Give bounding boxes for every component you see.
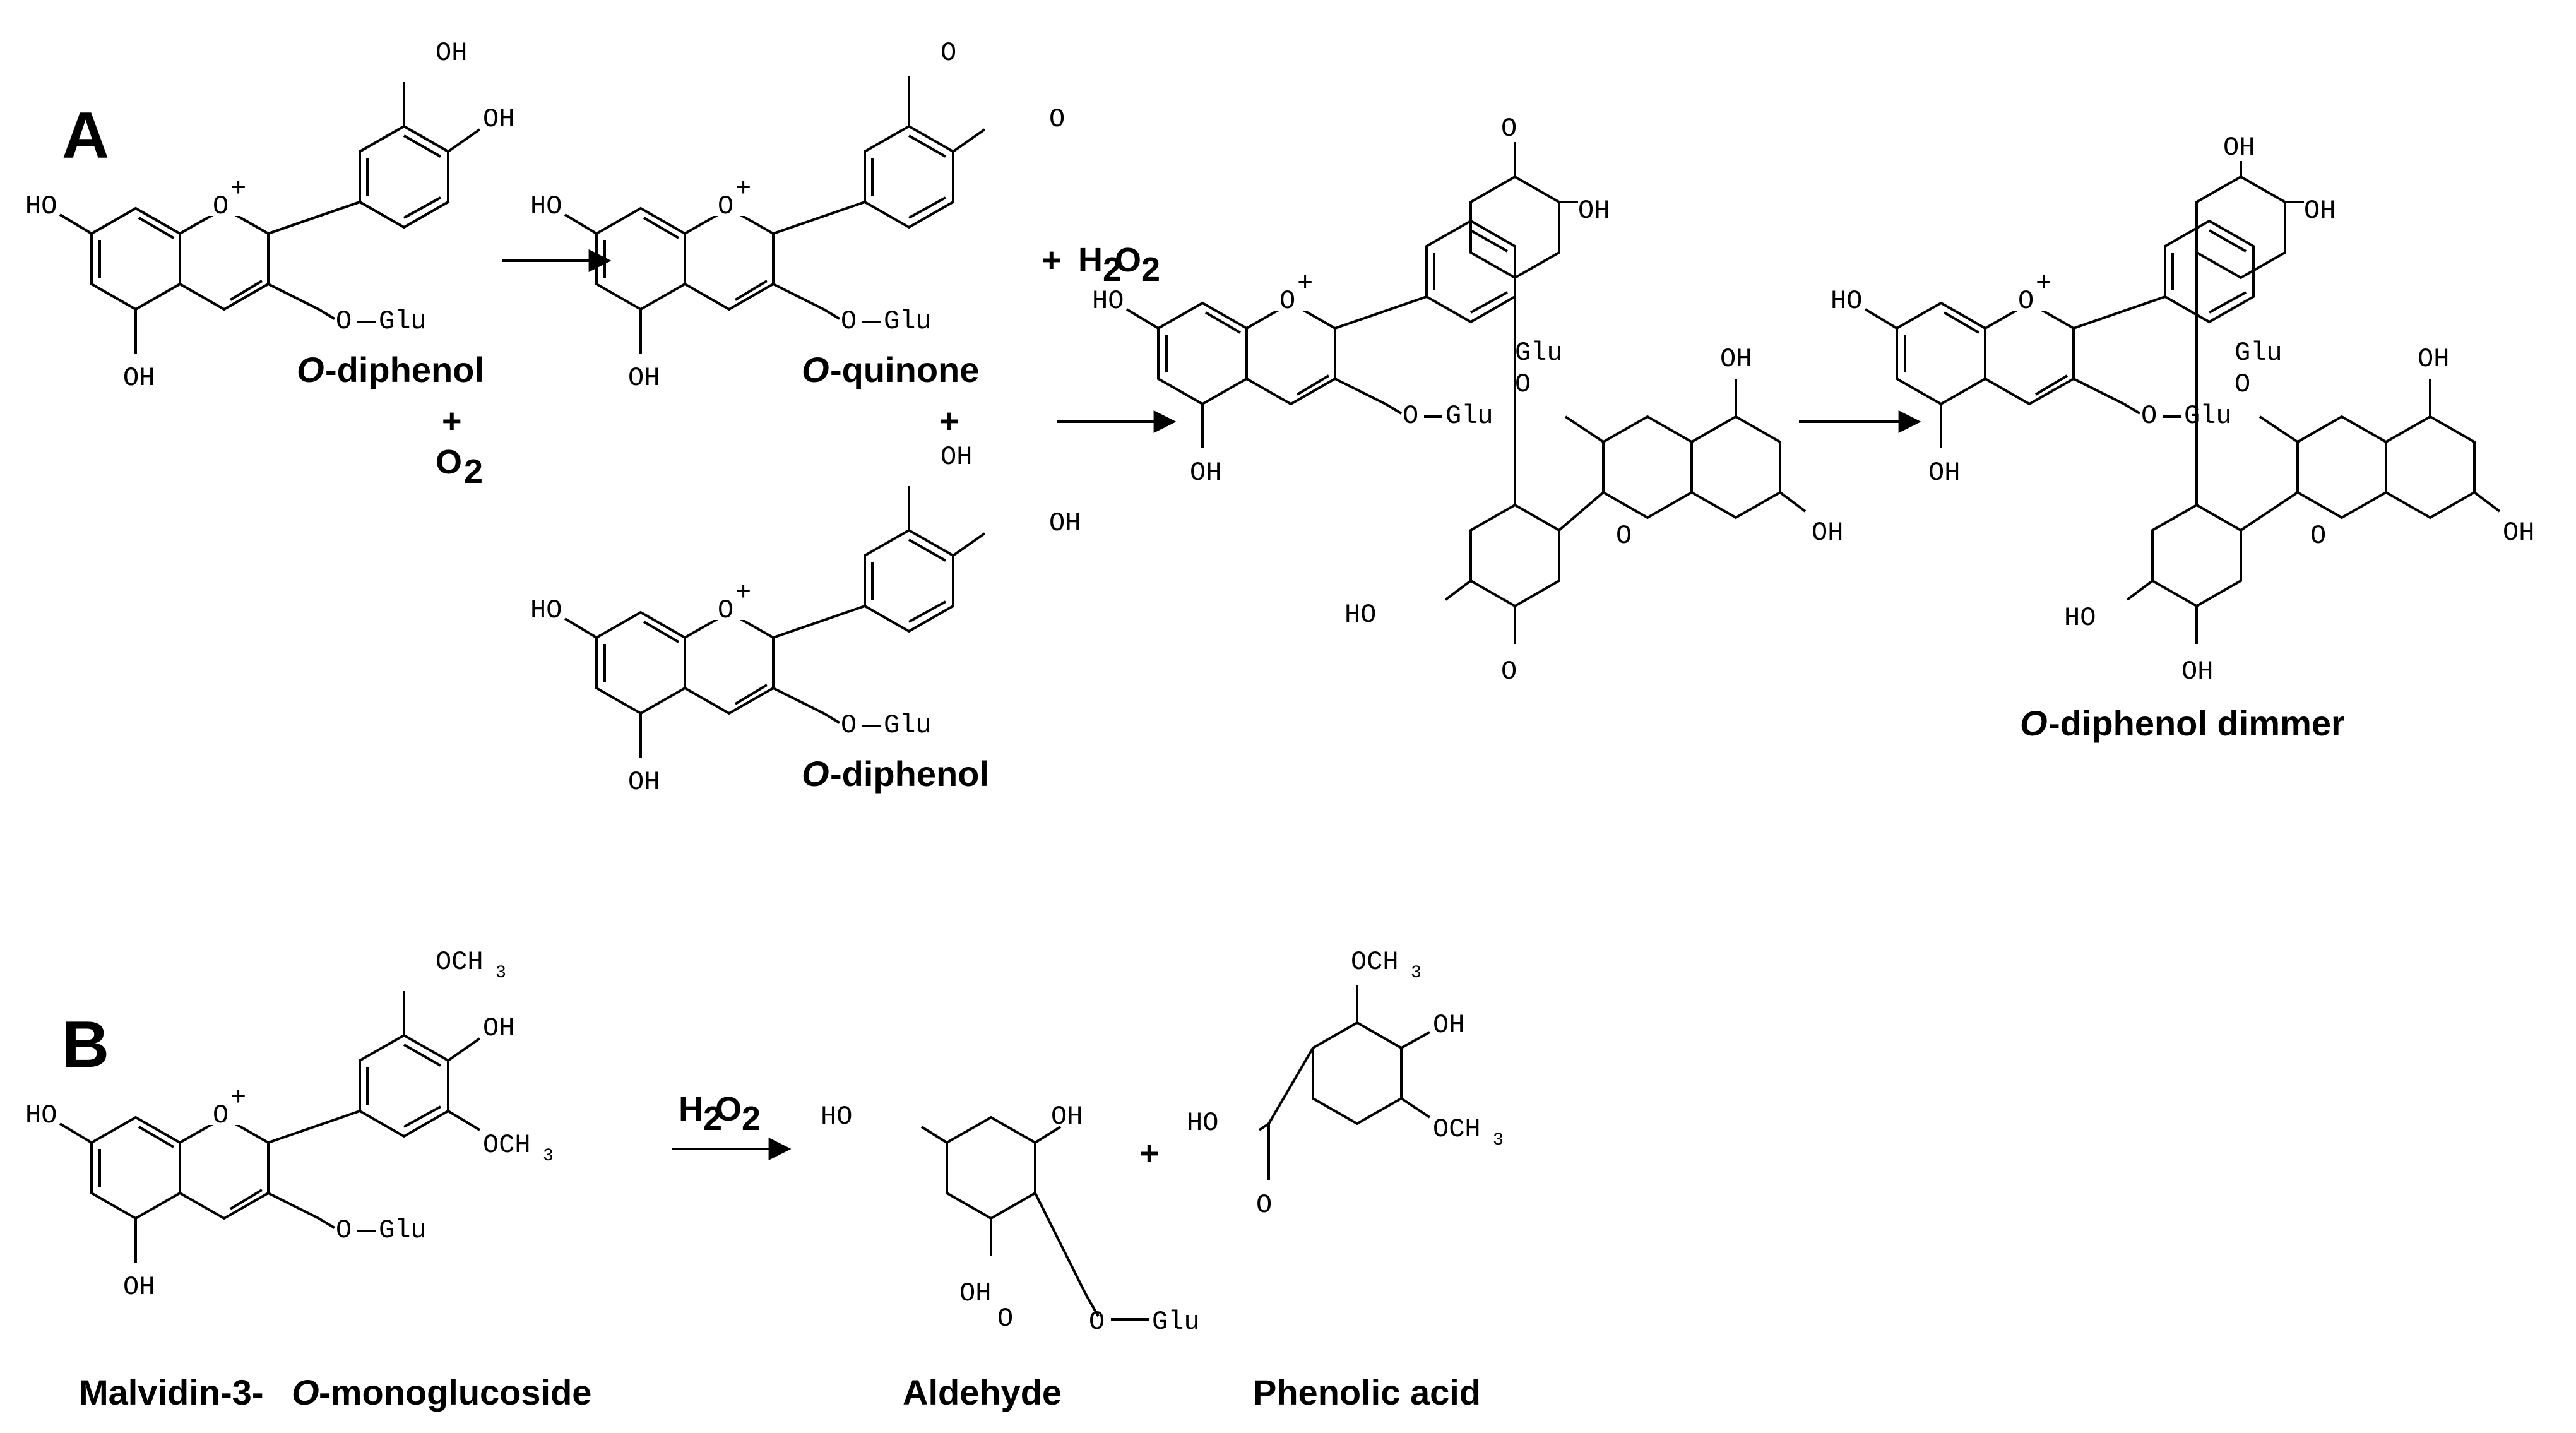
substituent-subscript: 3 [543, 1146, 554, 1166]
molecule-o-quinone: O O O -quinone [529, 38, 1065, 395]
caption-text: Aldehyde [903, 1372, 1062, 1412]
caption-text: -diphenol [325, 350, 484, 389]
plus-sign: + [1139, 1134, 1160, 1172]
caption-text: -diphenol [830, 754, 989, 794]
substituent-label: OH [483, 1013, 514, 1044]
substituent-label: OH [2181, 657, 2213, 687]
caption-italic: O [802, 350, 829, 389]
caption-text: -diphenol dimmer [2048, 703, 2345, 743]
molecule-o-diphenol-1: OH OH O -diphenol [24, 38, 514, 395]
substituent-label: O [2310, 521, 2326, 551]
plus-sign: + [442, 402, 462, 440]
reagent-subscript: 2 [703, 1100, 722, 1138]
panel-label-b: B [62, 1008, 109, 1081]
substituent-label: O [1256, 1190, 1272, 1220]
glucose-label: Glu [1515, 338, 1563, 368]
substituent-label: OH [1720, 344, 1752, 374]
substituent-label: HO [821, 1102, 852, 1132]
substituent-label: O [1616, 521, 1632, 551]
substituent-label: OH [1812, 518, 1843, 548]
substituent-label: O [941, 38, 956, 68]
molecule-phenolic-acid: OCH 3 OH OCH 3 HO O Phenolic acid [1187, 947, 1504, 1412]
panel-label-a: A [62, 99, 109, 172]
substituent-label: OCH [1433, 1114, 1481, 1145]
substituent-label: OH [959, 1278, 991, 1309]
reagent-h2o2-a: + H 2 O 2 [1042, 241, 1160, 288]
molecule-o-diphenol-2: OH OH O -diphenol [529, 442, 1081, 799]
molecule-quinone-dimer: O OH O HO OH OH O O Glu [1091, 114, 1843, 687]
substituent-label: OH [483, 104, 514, 134]
substituent-label: O [1501, 114, 1517, 144]
substituent-label: HO [1344, 600, 1376, 630]
caption-italic: O [802, 754, 829, 794]
substituent-label: HO [2064, 603, 2096, 633]
substituent-label: O [2235, 369, 2250, 400]
glucose-label: Glu [2235, 338, 2282, 368]
substituent-label: O [1089, 1307, 1105, 1337]
substituent-subscript: 3 [496, 963, 506, 983]
reagent-h: H [679, 1090, 703, 1128]
reagent-h: H [1078, 241, 1103, 279]
substituent-label: OCH [436, 947, 484, 977]
substituent-label: OH [2503, 518, 2534, 548]
substituent-label: OH [2223, 133, 2255, 163]
caption-italic: O [2020, 703, 2048, 743]
molecule-aldehyde: HO OH OH O O Glu Aldehyde [821, 1102, 1200, 1412]
reagent-o: O [1115, 241, 1141, 279]
reagent-subscript: 2 [742, 1100, 761, 1138]
plus-sign: + [939, 402, 959, 440]
reagent-subscript: 2 [1103, 251, 1122, 288]
reagent-h2o2-b: H 2 O 2 [679, 1090, 761, 1138]
caption-post: -monoglucoside [319, 1372, 591, 1412]
substituent-label: OH [1433, 1010, 1464, 1040]
reagent-subscript: 2 [1141, 251, 1160, 288]
glucose-label: Glu [1152, 1307, 1200, 1337]
molecule-o-diphenol-dimmer: OH OH OH HO OH OH O O Glu O -diphenol di… [1829, 133, 2534, 743]
substituent-label: O [1049, 104, 1065, 134]
substituent-label: OH [1051, 1102, 1083, 1132]
substituent-label: OH [2304, 196, 2336, 226]
substituent-label: HO [1187, 1108, 1218, 1138]
substituent-label: OCH [1351, 947, 1399, 977]
reagent-o2: O [436, 443, 462, 481]
substituent-label: O [997, 1304, 1013, 1334]
caption-italic: O [292, 1372, 319, 1412]
substituent-subscript: 3 [1493, 1131, 1504, 1150]
substituent-label: OH [2418, 344, 2449, 374]
substituent-label: OH [941, 442, 972, 472]
plus-sign: + [1042, 241, 1062, 279]
substituent-subscript: 3 [1411, 963, 1422, 983]
caption-pre: Malvidin-3- [79, 1372, 263, 1412]
substituent-label: OH [1578, 196, 1610, 226]
substituent-label: O [1501, 657, 1517, 687]
substituent-label: OCH [483, 1130, 531, 1160]
substituent-label: OH [436, 38, 467, 68]
caption-text: Phenolic acid [1253, 1372, 1481, 1412]
reagent-o: O [715, 1090, 742, 1128]
substituent-label: OH [1049, 508, 1081, 538]
caption-italic: O [297, 350, 324, 389]
caption-text: -quinone [830, 350, 979, 389]
reagent-subscript: 2 [464, 453, 483, 491]
substituent-label: O [1515, 369, 1531, 400]
molecule-malvidin-3-o-monoglucoside: OCH 3 OH OCH 3 Malvidin-3- O -monoglucos… [24, 947, 591, 1412]
